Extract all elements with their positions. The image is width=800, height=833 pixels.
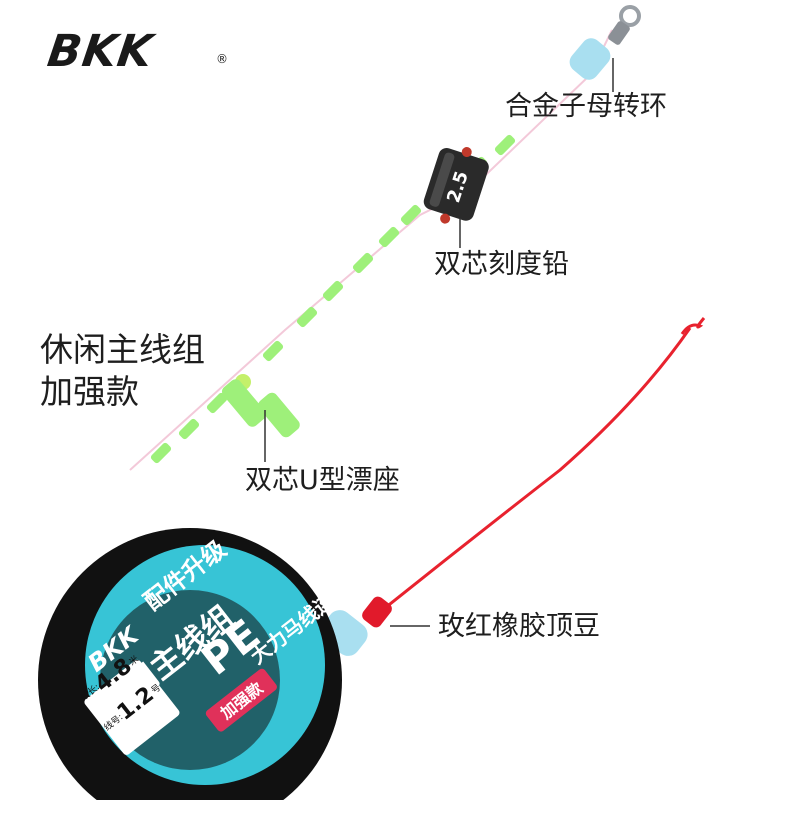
callout-swivel: 合金子母转环 bbox=[505, 91, 667, 122]
glow-tubes-upper bbox=[150, 134, 516, 464]
brand-logo: BKK ® bbox=[44, 26, 238, 77]
swivel-icon bbox=[569, 5, 641, 80]
product-title-line2: 加强款 bbox=[40, 372, 139, 411]
float-seat-icon bbox=[221, 374, 300, 438]
callout-float-seat: 双芯U型漂座 bbox=[245, 465, 400, 496]
product-illustration: 2.5 bbox=[38, 5, 706, 800]
product-title-line1: 休闲主线组 bbox=[40, 330, 205, 369]
red-line-knot bbox=[680, 317, 706, 335]
brand-logo-text: BKK bbox=[44, 26, 157, 77]
rig-drawing: 2.5 bbox=[38, 5, 706, 800]
sinker-icon: 2.5 bbox=[423, 147, 489, 224]
callout-sinker: 双芯刻度铅 bbox=[434, 249, 569, 280]
registered-mark: ® bbox=[216, 52, 228, 66]
red-pe-line bbox=[379, 327, 692, 614]
spool bbox=[38, 528, 342, 800]
callout-stopper: 玫红橡胶顶豆 bbox=[438, 611, 600, 642]
spool-connection: 大力马线连接 bbox=[245, 576, 356, 669]
